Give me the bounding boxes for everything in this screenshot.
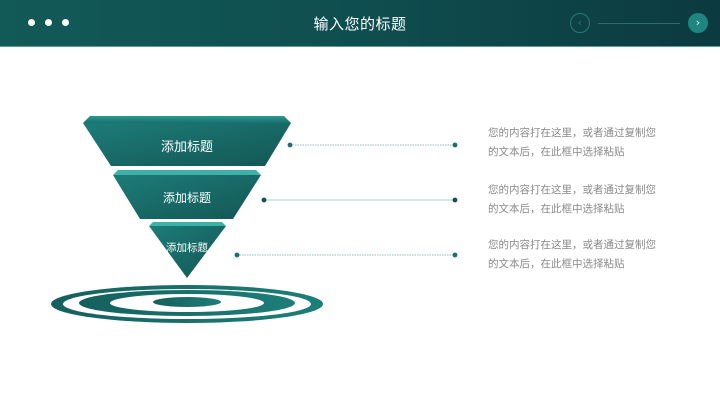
dot-icon bbox=[28, 19, 35, 26]
nav-progress-line bbox=[598, 23, 680, 24]
description-1-line1: 您的内容打在这里，或者通过复制您 bbox=[488, 127, 656, 139]
prev-button[interactable]: ‹ bbox=[570, 13, 590, 33]
dot-icon bbox=[45, 19, 52, 26]
description-3[interactable]: 您的内容打在这里，或者通过复制您 的文本后，在此框中选择粘贴 bbox=[488, 236, 678, 274]
funnel-tier-2[interactable] bbox=[113, 170, 261, 219]
description-3-line2: 的文本后，在此框中选择粘贴 bbox=[488, 258, 625, 270]
tier-3-label[interactable]: 添加标题 bbox=[166, 242, 208, 254]
chevron-right-icon: › bbox=[695, 16, 701, 29]
description-2[interactable]: 您的内容打在这里，或者通过复制您 的文本后，在此框中选择粘贴 bbox=[488, 181, 678, 219]
description-2-line2: 的文本后，在此框中选择粘贴 bbox=[488, 203, 625, 215]
connector-2 bbox=[261, 197, 458, 203]
connector-3 bbox=[234, 252, 458, 258]
dot-icon bbox=[62, 19, 69, 26]
description-2-line1: 您的内容打在这里，或者通过复制您 bbox=[488, 184, 656, 196]
next-button[interactable]: › bbox=[688, 13, 708, 33]
description-1-line2: 的文本后，在此框中选择粘贴 bbox=[488, 146, 625, 158]
target-rings bbox=[51, 285, 323, 323]
chevron-left-icon: ‹ bbox=[577, 16, 583, 29]
header-bar: 输入您的标题 ‹ › bbox=[0, 0, 720, 47]
page-title: 输入您的标题 bbox=[313, 15, 407, 33]
connector-1 bbox=[287, 142, 458, 148]
tier-2-label[interactable]: 添加标题 bbox=[162, 191, 211, 205]
description-1[interactable]: 您的内容打在这里，或者通过复制您 的文本后，在此框中选择粘贴 bbox=[488, 124, 678, 162]
funnel-tier-3[interactable] bbox=[149, 222, 226, 278]
tier-1-label[interactable]: 添加标题 bbox=[160, 140, 213, 155]
window-dots bbox=[28, 19, 69, 26]
funnel-tier-1[interactable] bbox=[83, 116, 291, 166]
description-3-line1: 您的内容打在这里，或者通过复制您 bbox=[488, 239, 656, 251]
